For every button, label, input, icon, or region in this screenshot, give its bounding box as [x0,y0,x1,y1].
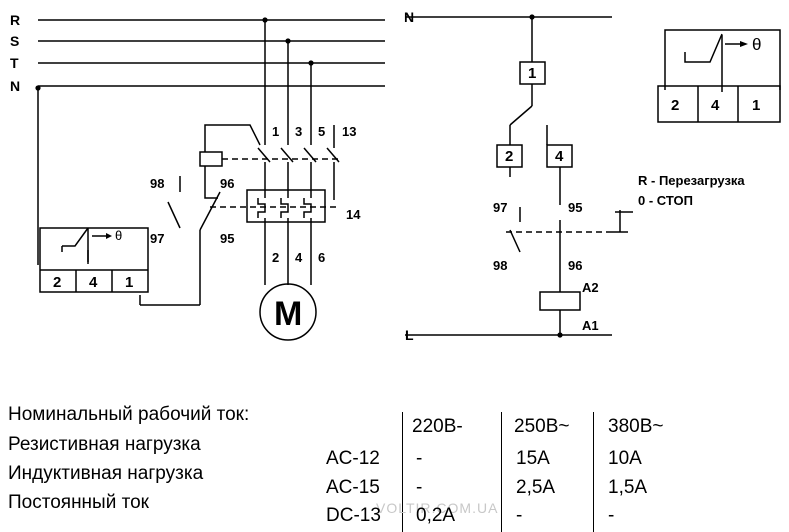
ladder-contact-95: 95 [568,200,582,215]
phase-label-r: R [10,12,20,28]
terminal-1: 1 [272,124,279,139]
coil-terminal-a1: A1 [582,318,599,333]
theta-icon: θ [115,228,122,243]
ladder-contact-97: 97 [493,200,507,215]
phase-label-s: S [10,33,19,49]
terminal-5: 5 [318,124,325,139]
relay-terminal-4: 4 [89,274,98,291]
relay-contact-95: 95 [220,231,234,246]
legend-reset: R - Перезагрузка [638,173,745,188]
block-terminal-1: 1 [752,97,760,114]
motor-terminal-2: 2 [272,250,279,265]
relay-terminal-2: 2 [53,274,61,291]
ladder-box-4: 4 [555,148,564,165]
ladder-contact-96: 96 [568,258,582,273]
motor-terminal-6: 6 [318,250,325,265]
ladder-box-1: 1 [528,65,536,82]
rail-label-l: L [405,327,414,343]
legend-stop: 0 - СТОП [638,193,693,208]
relay-terminal-1: 1 [125,274,133,291]
phase-label-n: N [10,78,20,94]
relay-contact-98: 98 [150,176,164,191]
motor-symbol: M [274,295,302,333]
block-terminal-2: 2 [671,97,679,114]
relay-contact-96: 96 [220,176,234,191]
relay-contact-97: 97 [150,231,164,246]
phase-label-t: T [10,55,19,71]
terminal-14: 14 [346,207,361,222]
block-terminal-4: 4 [711,97,720,114]
ladder-contact-98: 98 [493,258,507,273]
theta-icon-large: θ [752,35,761,54]
coil-terminal-a2: A2 [582,280,599,295]
terminal-13: 13 [342,124,356,139]
rail-label-n: N [404,9,414,25]
motor-terminal-4: 4 [295,250,303,265]
terminal-3: 3 [295,124,302,139]
ladder-box-2: 2 [505,148,513,165]
